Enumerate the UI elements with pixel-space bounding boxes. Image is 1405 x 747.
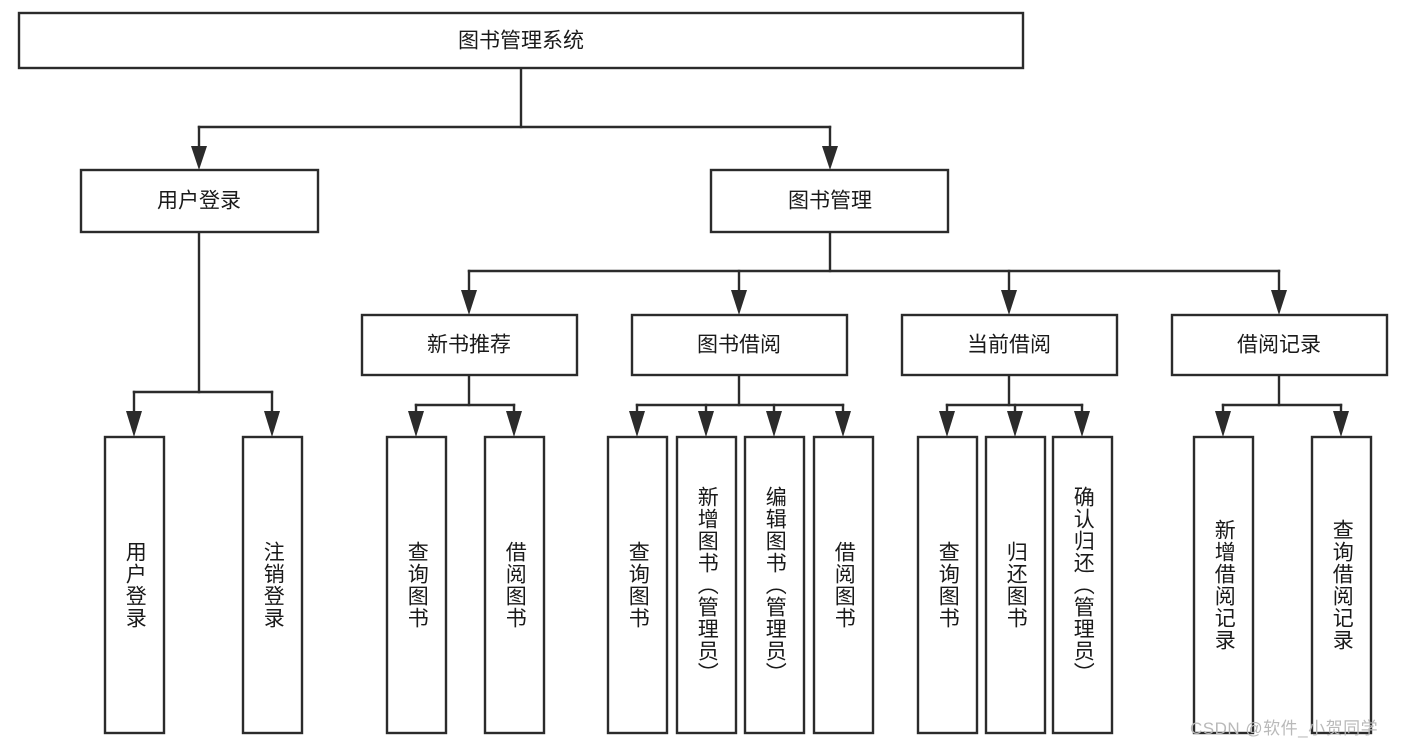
node-box-leaf-query-book-3[interactable] [916, 435, 979, 735]
arrow-head-leaf-query-book-1 [408, 411, 424, 437]
node-box-leaf-borrow-book-2[interactable] [812, 435, 875, 735]
node-label-book-borrow: 图书借阅 [697, 334, 781, 357]
arrow-head-leaf-logout [264, 411, 280, 437]
node-box-leaf-edit-book[interactable] [743, 435, 806, 735]
node-box-leaf-borrow-book-1[interactable] [483, 435, 546, 735]
arrow-head-new-book-rec [461, 290, 477, 315]
arrow-head-book-borrow [731, 290, 747, 315]
csdn-watermark: CSDN @软件_小贺同学 [1190, 719, 1379, 738]
arrow-head-leaf-return-book [1007, 411, 1023, 437]
arrow-head-leaf-query-book-3 [939, 411, 955, 437]
node-box-leaf-add-book[interactable] [675, 435, 738, 735]
arrow-head-leaf-confirm-return [1074, 411, 1090, 437]
node-box-leaf-logout[interactable] [241, 435, 304, 735]
arrow-head-leaf-add-book [698, 411, 714, 437]
arrow-head-user-login [191, 146, 207, 170]
horizontal-labels-layer: 图书管理系统 用户登录 图书管理 新书推荐 图书借阅 当前借阅 借阅记录 [157, 30, 1321, 357]
node-box-leaf-return-book[interactable] [984, 435, 1047, 735]
node-box-leaf-user-login[interactable] [103, 435, 166, 735]
node-box-leaf-query-record[interactable] [1310, 435, 1373, 735]
node-label-new-book-rec: 新书推荐 [427, 334, 511, 357]
node-label-borrow-record: 借阅记录 [1237, 334, 1321, 357]
arrow-head-leaf-edit-book [766, 411, 782, 437]
arrow-head-leaf-user-login [126, 411, 142, 437]
node-box-leaf-query-book-2[interactable] [606, 435, 669, 735]
node-label-book-manage: 图书管理 [788, 190, 872, 213]
node-label-current-borrow: 当前借阅 [967, 334, 1051, 357]
edges-layer [126, 66, 1349, 437]
arrow-head-leaf-query-record [1333, 411, 1349, 437]
node-box-leaf-add-record[interactable] [1192, 435, 1255, 735]
arrow-head-leaf-add-record [1215, 411, 1231, 437]
arrow-head-borrow-record [1271, 290, 1287, 315]
arrow-head-leaf-borrow-book-1 [506, 411, 522, 437]
node-label-user-login: 用户登录 [157, 190, 241, 213]
node-box-borrow-record[interactable] [1170, 313, 1389, 377]
arrow-head-current-borrow [1001, 290, 1017, 315]
node-label-root: 图书管理系统 [458, 30, 584, 53]
node-box-leaf-query-book-1[interactable] [385, 435, 448, 735]
nodes-layer [17, 11, 1389, 735]
arrow-head-leaf-borrow-book-2 [835, 411, 851, 437]
node-box-new-book-rec[interactable] [360, 313, 579, 377]
arrow-head-leaf-query-book-2 [629, 411, 645, 437]
node-box-leaf-confirm-return[interactable] [1051, 435, 1114, 735]
node-box-user-login[interactable] [79, 168, 320, 234]
node-box-book-manage[interactable] [709, 168, 950, 234]
arrow-head-book-manage [822, 146, 838, 170]
node-box-root[interactable] [17, 11, 1025, 70]
node-box-current-borrow[interactable] [900, 313, 1119, 377]
node-box-book-borrow[interactable] [630, 313, 849, 377]
